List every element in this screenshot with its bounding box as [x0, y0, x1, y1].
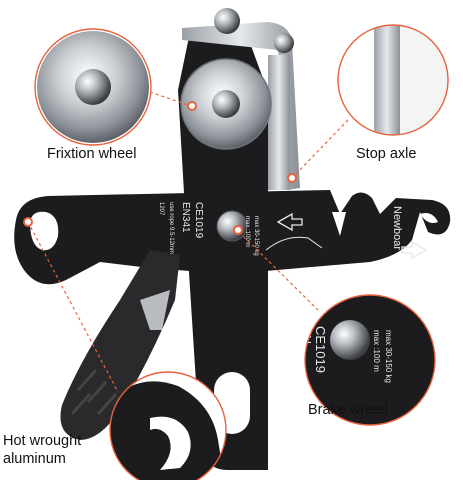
friction-wheel-zoom [34, 28, 152, 146]
arrow-left-icon [276, 212, 303, 232]
brake-wheel-bolt [216, 210, 248, 242]
lever-end-bolt [274, 33, 294, 53]
friction-wheel-label: Frixtion wheel [47, 146, 137, 162]
stop-axle-marker [287, 173, 297, 183]
engraving-ce: CE1019 [193, 202, 204, 239]
brake-wheel-marker [233, 225, 243, 235]
zoom-engraving-standard: EN [299, 326, 314, 344]
handle-material-line2: aluminum [3, 451, 66, 467]
rope-hook-opening [30, 211, 59, 251]
stop-axle-zoom [337, 24, 449, 136]
brake-wheel-zoom: CE1019 EN max 30-150 kg max :100 m [299, 294, 436, 426]
callout-lines [27, 91, 349, 393]
handle-zoom [109, 371, 227, 485]
handle-material-line1: Hot wrought [3, 433, 82, 449]
stop-axle-label: Stop axle [356, 146, 417, 162]
lever-pivot-bolt [214, 8, 240, 34]
friction-wheel-marker [187, 101, 197, 111]
friction-wheel-disc [180, 58, 272, 150]
brake-wheel-label: Brake wheel [308, 402, 388, 418]
engraving-standard: EN341 [180, 202, 191, 233]
handle-lever [60, 250, 180, 440]
engraving-brand: Newboar [391, 206, 403, 250]
zoom-engraving-ce: CE1019 [313, 326, 328, 373]
steel-lever [182, 8, 300, 190]
engraving-length: max :100 m [244, 216, 250, 247]
handle-material-label: Hot wrought aluminum [3, 432, 113, 468]
zoom-engraving-length: max :100 m [372, 330, 381, 372]
engraving-rope: use rope 9.5-12mm [168, 202, 174, 254]
engraving-model: 1207 [158, 202, 164, 216]
engraving-load: max 30-150 kg [253, 216, 259, 256]
handle-marker [23, 217, 33, 227]
arrow-right-icon [401, 240, 428, 260]
body-engraving: CE1019 EN341 use rope 9.5-12mm 1207 max … [158, 202, 428, 260]
zoom-engraving-load: max 30-150 kg [384, 330, 393, 383]
